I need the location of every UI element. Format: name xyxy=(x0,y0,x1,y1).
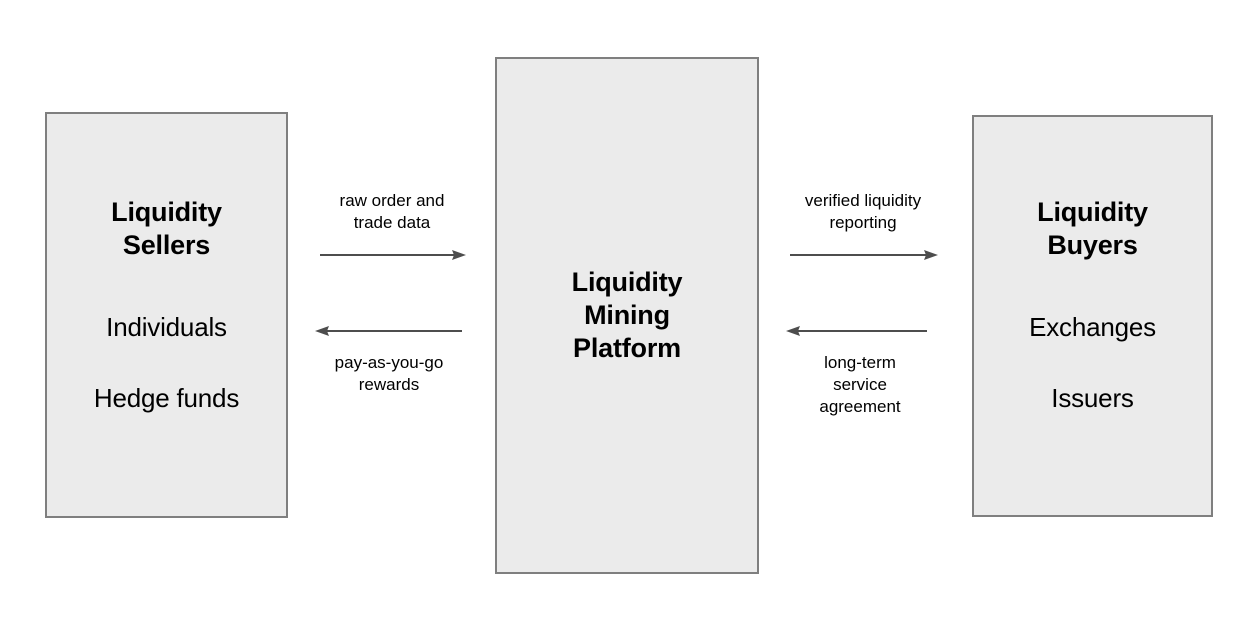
node-liquidity-sellers-item-hedge-funds: Hedge funds xyxy=(93,383,240,413)
node-liquidity-mining-platform-title: Liquidity Mining Platform xyxy=(571,267,683,363)
arrow-right-icon xyxy=(320,250,466,260)
arrow-right-to-platform xyxy=(318,246,466,264)
arrow-right-icon xyxy=(790,250,938,260)
flow-raw-order-and-trade-data-label: raw order and trade data xyxy=(339,191,445,232)
arrow-right-to-buyers xyxy=(788,246,938,264)
arrow-left-to-platform xyxy=(786,322,934,340)
node-liquidity-mining-platform[interactable]: Liquidity Mining Platform xyxy=(495,57,759,574)
node-liquidity-buyers[interactable]: Liquidity Buyers Exchanges Issuers xyxy=(972,115,1213,517)
flow-long-term-service-agreement: long-term service agreement xyxy=(786,322,934,418)
flow-pay-as-you-go-rewards-label: pay-as-you-go rewards xyxy=(334,353,444,394)
flow-raw-order-and-trade-data: raw order and trade data xyxy=(318,190,466,264)
node-liquidity-buyers-title: Liquidity Buyers xyxy=(1037,197,1148,260)
arrow-left-icon xyxy=(786,326,927,336)
flow-pay-as-you-go-rewards: pay-as-you-go rewards xyxy=(315,322,463,396)
node-liquidity-sellers-title: Liquidity Sellers xyxy=(111,197,222,260)
flow-verified-liquidity-reporting-label: verified liquidity reporting xyxy=(804,191,922,232)
flow-long-term-service-agreement-label: long-term service agreement xyxy=(819,353,901,416)
node-liquidity-buyers-item-exchanges: Exchanges xyxy=(1029,312,1156,342)
node-liquidity-sellers[interactable]: Liquidity Sellers Individuals Hedge fund… xyxy=(45,112,288,518)
node-liquidity-buyers-item-issuers: Issuers xyxy=(1051,383,1134,413)
flow-verified-liquidity-reporting: verified liquidity reporting xyxy=(788,190,938,264)
arrow-left-to-sellers xyxy=(315,322,463,340)
node-liquidity-sellers-item-individuals: Individuals xyxy=(106,312,227,342)
arrow-left-icon xyxy=(315,326,462,336)
